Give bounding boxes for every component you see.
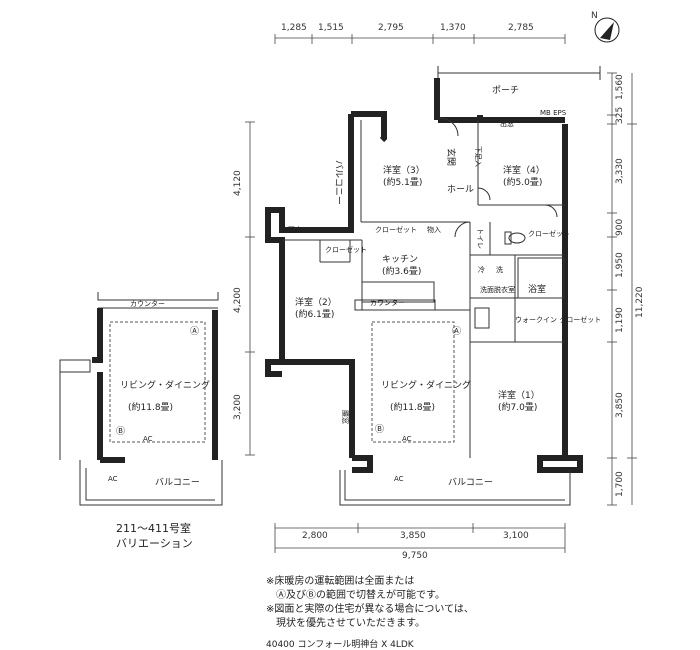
dim-bottom-1: 2,800 — [302, 531, 328, 541]
label-demado: 出窓 — [500, 119, 514, 128]
room-western2: 洋室（2） — [295, 296, 337, 308]
variation-caption-1: 211～411号室 — [116, 522, 191, 535]
right-dimension-lines — [607, 72, 637, 506]
label-danro: 暖房 — [288, 225, 302, 234]
dim-right-8: 1,700 — [615, 471, 625, 497]
label-wash: 洗 — [496, 265, 503, 274]
label-toilet: トイレ — [476, 228, 484, 249]
var-mark-a: Ⓐ — [190, 326, 199, 337]
compass-label: N — [591, 11, 598, 21]
room-western4: 洋室（4） — [503, 164, 545, 176]
room-kitchen: キッチン — [382, 254, 418, 265]
note-4: 現状を優先させていただきます。 — [276, 618, 425, 629]
room-porch: ポーチ — [492, 85, 519, 96]
room-washroom: 洗面脱衣室 — [480, 285, 515, 294]
dim-right-6: 1,190 — [615, 307, 625, 333]
variation-caption-2: バリエーション — [116, 537, 193, 550]
label-closet2: クローゼット — [528, 229, 570, 238]
var-counter: カウンター — [130, 299, 165, 308]
room-western3-size: (約5.1畳) — [383, 176, 422, 188]
room-kitchen-size: (約3.6畳) — [382, 265, 421, 277]
label-ac-balcony: AC — [394, 475, 404, 483]
left-dimension-lines — [245, 121, 255, 456]
label-mb-eps: MB EPS — [540, 109, 567, 117]
label-storage: 物入 — [427, 225, 441, 234]
variation-plan-walls — [59, 292, 223, 506]
dim-right-5: 1,950 — [615, 252, 625, 278]
room-western1-size: (約7.0畳) — [498, 401, 537, 413]
label-clo: クローゼット — [325, 245, 367, 254]
dim-top-5: 2,785 — [508, 23, 534, 33]
mark-b: Ⓑ — [375, 424, 384, 435]
compass-icon: N — [591, 11, 620, 43]
bottom-dimension-lines — [274, 523, 566, 553]
footer-label: 40400 コンフォール明神台 X 4LDK — [266, 640, 414, 650]
dim-bottom-3: 3,100 — [503, 531, 529, 541]
note-2: Ⓐ及びⒷの範囲で切替えが可能です。 — [276, 590, 445, 601]
room-western1: 洋室（1） — [498, 389, 540, 401]
dim-top-1: 1,285 — [281, 23, 307, 33]
var-living-size: (約11.8畳) — [128, 401, 173, 413]
label-reizo: 冷 — [478, 265, 485, 274]
dim-left-3: 3,200 — [233, 394, 243, 420]
top-dimension-line — [274, 34, 566, 44]
dim-left-2: 4,200 — [233, 287, 243, 313]
room-balcony: バルコニー — [448, 477, 493, 488]
dim-right-1: 1,560 — [615, 74, 625, 100]
label-closet: クローゼット — [375, 225, 417, 234]
room-western4-size: (約5.0畳) — [503, 176, 542, 188]
label-tomado: 腰窓 — [341, 410, 350, 424]
dim-top-2: 1,515 — [318, 23, 344, 33]
label-counter: カウンター — [370, 298, 405, 307]
dim-right-7: 3,850 — [615, 392, 625, 418]
var-living: リビング・ダイニング — [120, 379, 210, 391]
dim-top-3: 2,795 — [378, 23, 404, 33]
room-western2-size: (約6.1畳) — [295, 308, 334, 320]
dim-bottom-total: 9,750 — [402, 551, 428, 561]
dim-left-1: 4,120 — [233, 170, 243, 196]
var-mark-b: Ⓑ — [116, 426, 125, 437]
main-plan-walls — [265, 66, 601, 506]
room-living: リビング・ダイニング — [381, 379, 471, 391]
room-balcony-side: バルコニー — [333, 160, 344, 205]
var-balcony: バルコニー — [155, 477, 200, 488]
label-shoes: 下足入 — [474, 146, 482, 167]
room-bath: 浴室 — [528, 283, 546, 295]
note-1: ※床暖房の運転範囲は全面または — [266, 576, 415, 587]
var-ac-balcony: AC — [108, 475, 118, 483]
dim-right-total: 11,220 — [635, 286, 645, 318]
room-living-size: (約11.8畳) — [390, 401, 435, 413]
dim-right-2: 325 — [615, 107, 625, 124]
room-genkan: 玄関 — [445, 148, 457, 166]
dim-top-4: 1,370 — [440, 23, 466, 33]
dim-right-3: 3,330 — [615, 158, 625, 184]
mark-a: Ⓐ — [452, 326, 461, 337]
dim-right-4: 900 — [615, 219, 625, 236]
var-ac: AC — [143, 435, 153, 443]
room-western3: 洋室（3） — [383, 164, 425, 176]
label-ac: AC — [402, 435, 412, 443]
label-walkin: ウォークイン クローゼット — [515, 315, 601, 324]
dim-bottom-2: 3,850 — [400, 531, 426, 541]
note-3: ※図面と実際の住宅が異なる場合については、 — [266, 604, 474, 615]
room-hall: ホール — [447, 184, 474, 195]
